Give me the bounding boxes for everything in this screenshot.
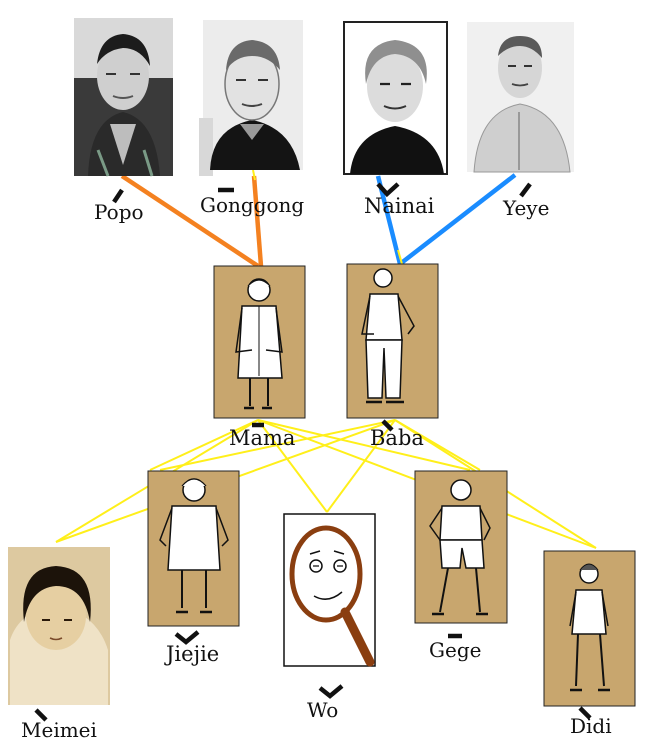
card-gege <box>414 470 508 624</box>
label-mama: Mama <box>229 426 296 450</box>
card-baba <box>346 263 439 419</box>
line-accent-gonggong <box>252 169 256 181</box>
tone-mark-meimei <box>34 708 48 722</box>
label-jiejie: Jiejie <box>166 642 220 666</box>
label-didi: Didi <box>570 714 612 738</box>
tone-mark-nainai <box>376 182 400 198</box>
portrait-gonggong <box>199 20 303 176</box>
line-accent-baba <box>397 249 403 265</box>
tone-mark-jiejie <box>174 630 200 645</box>
line-gonggong-mama <box>251 175 264 267</box>
label-gonggong: Gonggong <box>200 193 305 217</box>
magnifying-glass-icon <box>283 513 376 667</box>
line-baba-wo <box>326 419 396 513</box>
portrait-yeye <box>467 22 574 173</box>
label-gege: Gege <box>429 638 482 662</box>
label-wo: Wo <box>307 698 339 722</box>
label-nainai: Nainai <box>364 194 435 218</box>
tone-mark-popo <box>112 188 124 204</box>
line-popo-mama <box>120 174 260 268</box>
portrait-meimei <box>8 547 110 705</box>
line-mama-jiejie <box>149 419 259 471</box>
connector-lines <box>55 169 597 549</box>
line-mama-wo <box>257 419 328 513</box>
card-mama <box>213 265 306 419</box>
portrait-popo <box>74 18 173 177</box>
card-didi <box>543 550 636 707</box>
label-popo: Popo <box>94 200 144 224</box>
tone-mark-didi <box>578 706 592 720</box>
tone-mark-wo <box>318 684 344 699</box>
card-jiejie <box>147 470 240 627</box>
label-baba: Baba <box>370 426 424 450</box>
label-yeye: Yeye <box>503 196 550 220</box>
portrait-nainai <box>343 21 448 175</box>
tone-marks <box>34 182 592 722</box>
line-yeye-baba <box>398 173 517 266</box>
tone-mark-baba <box>381 419 394 432</box>
tone-mark-yeye <box>519 182 532 198</box>
label-meimei: Meimei <box>21 718 97 742</box>
line-mama-gege <box>257 419 471 471</box>
